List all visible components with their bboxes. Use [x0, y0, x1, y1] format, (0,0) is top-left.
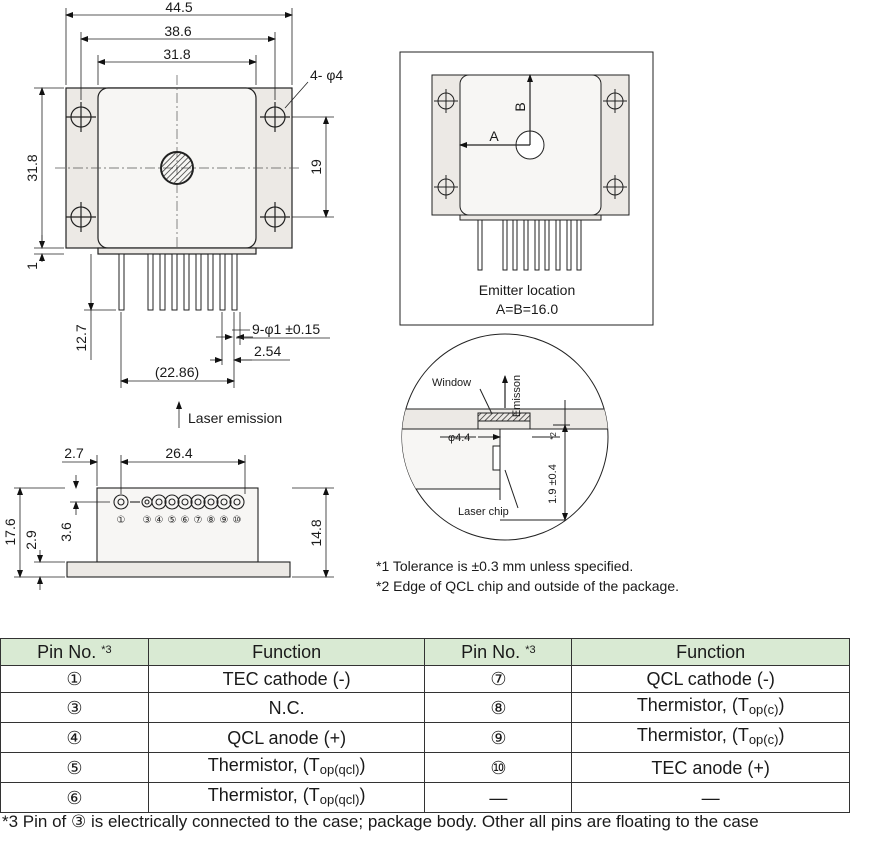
- detail-diameter: φ4.4: [448, 432, 470, 444]
- detail-view: Window Emisson φ4.4 Laser chip 1.9 ±0.4 …: [401, 333, 609, 541]
- table-header-row: Pin No. *3 Function Pin No. *3 Function: [0, 638, 850, 666]
- dim-hole-spacing: 19: [308, 159, 324, 175]
- top-view-labels: 44.5 38.6 31.8 4- φ4 31.8 1 19 12.7 9-φ1…: [24, 0, 343, 426]
- function-cell: QCL cathode (-): [571, 665, 850, 693]
- side-pins: [113, 494, 245, 510]
- top-view-dimensions: [34, 8, 334, 428]
- emission-window: [160, 151, 194, 185]
- top-pins: [118, 253, 238, 311]
- dim-pin-length: 12.7: [73, 324, 89, 351]
- function-cell: N.C.: [147, 692, 426, 723]
- top-view: [55, 75, 302, 311]
- detail-note-ref: *2: [549, 432, 558, 440]
- laser-emission-label: Laser emission: [188, 410, 282, 426]
- side-pin-label: ③: [143, 515, 152, 526]
- emitter-label-a: A: [489, 128, 499, 144]
- emitter-frame: [399, 51, 654, 326]
- header-function-a: Function: [147, 638, 426, 666]
- function-cell: Thermistor, (Top(qcl)): [147, 752, 426, 783]
- side-pin-label: ⑤: [168, 515, 177, 526]
- dim-pin-pitch: 2.54: [254, 343, 281, 359]
- pin-cell: —: [424, 782, 573, 813]
- detail-laser-chip: Laser chip: [458, 506, 509, 518]
- emitter-view-labels: A B Emitter location A=B=16.0: [479, 102, 575, 317]
- footnote: *3 Pin of ③ is electrically connected to…: [2, 812, 759, 831]
- pin-cell: ⑥: [0, 782, 149, 813]
- dim-base: 2.9: [23, 530, 39, 550]
- drawing-notes: *1 Tolerance is ±0.3 mm unless specified…: [376, 556, 679, 596]
- dim-pin-height: 3.6: [58, 522, 74, 542]
- dim-width-outer: 44.5: [165, 0, 192, 15]
- dim-pin-span: (22.86): [155, 364, 199, 380]
- dim-width-mid: 38.6: [164, 23, 191, 39]
- emitter-caption-1: Emitter location: [479, 282, 575, 298]
- function-cell: QCL anode (+): [147, 722, 426, 753]
- pin-cell: ③: [0, 692, 149, 723]
- dim-pin-dia: 9-φ1 ±0.15: [252, 321, 320, 337]
- pin-cell: ⑨: [424, 722, 573, 753]
- function-cell: —: [571, 782, 850, 813]
- function-cell: Thermistor, (Top(qcl)): [147, 782, 426, 813]
- side-pin-label: ⑨: [220, 515, 229, 526]
- pin-cell: ④: [0, 722, 149, 753]
- detail-window: Window: [432, 377, 471, 389]
- dim-total-height: 17.6: [2, 518, 18, 545]
- side-pin-label: ⑦: [194, 515, 203, 526]
- pin-cell: ⑤: [0, 752, 149, 783]
- function-cell: Thermistor, (Top(c)): [571, 722, 850, 753]
- side-pin-label: ⑧: [207, 515, 216, 526]
- function-cell: TEC cathode (-): [147, 665, 426, 693]
- emitter-view: [399, 51, 654, 326]
- side-view: [66, 487, 291, 578]
- pin-cell: ⑦: [424, 665, 573, 693]
- header-pin-b: Pin No. *3: [424, 638, 573, 666]
- detail-emission: Emisson: [511, 375, 523, 417]
- dim-width-inner: 31.8: [163, 46, 190, 62]
- header-function-b: Function: [571, 638, 850, 666]
- pin-function-table: Pin No. *3 Function Pin No. *3 Function …: [0, 638, 850, 813]
- side-pin-label: ①: [117, 515, 126, 526]
- side-pin-label: ⑩: [233, 515, 242, 526]
- note-2: *2 Edge of QCL chip and outside of the p…: [376, 578, 680, 594]
- side-pin-label: ⑥: [181, 515, 190, 526]
- detail-tolerance: 1.9 ±0.4: [547, 464, 559, 504]
- side-view-labels: 2.7 26.4 17.6 2.9 3.6 14.8 ① ③ ④ ⑤ ⑥ ⑦ ⑧…: [2, 445, 324, 550]
- emitter-caption-2: A=B=16.0: [496, 301, 558, 317]
- mechanical-drawing: 44.5 38.6 31.8 4- φ4 31.8 1 19 12.7 9-φ1…: [2, 0, 654, 590]
- side-pin-label: ④: [155, 515, 164, 526]
- function-cell: TEC anode (+): [571, 752, 850, 783]
- note-1: *1 Tolerance is ±0.3 mm unless specified…: [376, 558, 634, 574]
- dim-span: 26.4: [165, 445, 192, 461]
- dim-height: 31.8: [24, 154, 40, 181]
- mounting-holes: [66, 102, 290, 232]
- dim-offset: 2.7: [64, 445, 84, 461]
- pin-cell: ⑧: [424, 692, 573, 723]
- pin-cell: ⑩: [424, 752, 573, 783]
- dim-flange: 1: [24, 262, 40, 270]
- header-pin-a: Pin No. *3: [0, 638, 149, 666]
- function-cell: Thermistor, (Top(c)): [571, 692, 850, 723]
- side-view-dimensions: [14, 455, 334, 590]
- pin-cell: ①: [0, 665, 149, 693]
- dim-body-height: 14.8: [308, 519, 324, 546]
- dim-holes: 4- φ4: [310, 67, 343, 83]
- emitter-label-b: B: [512, 102, 528, 111]
